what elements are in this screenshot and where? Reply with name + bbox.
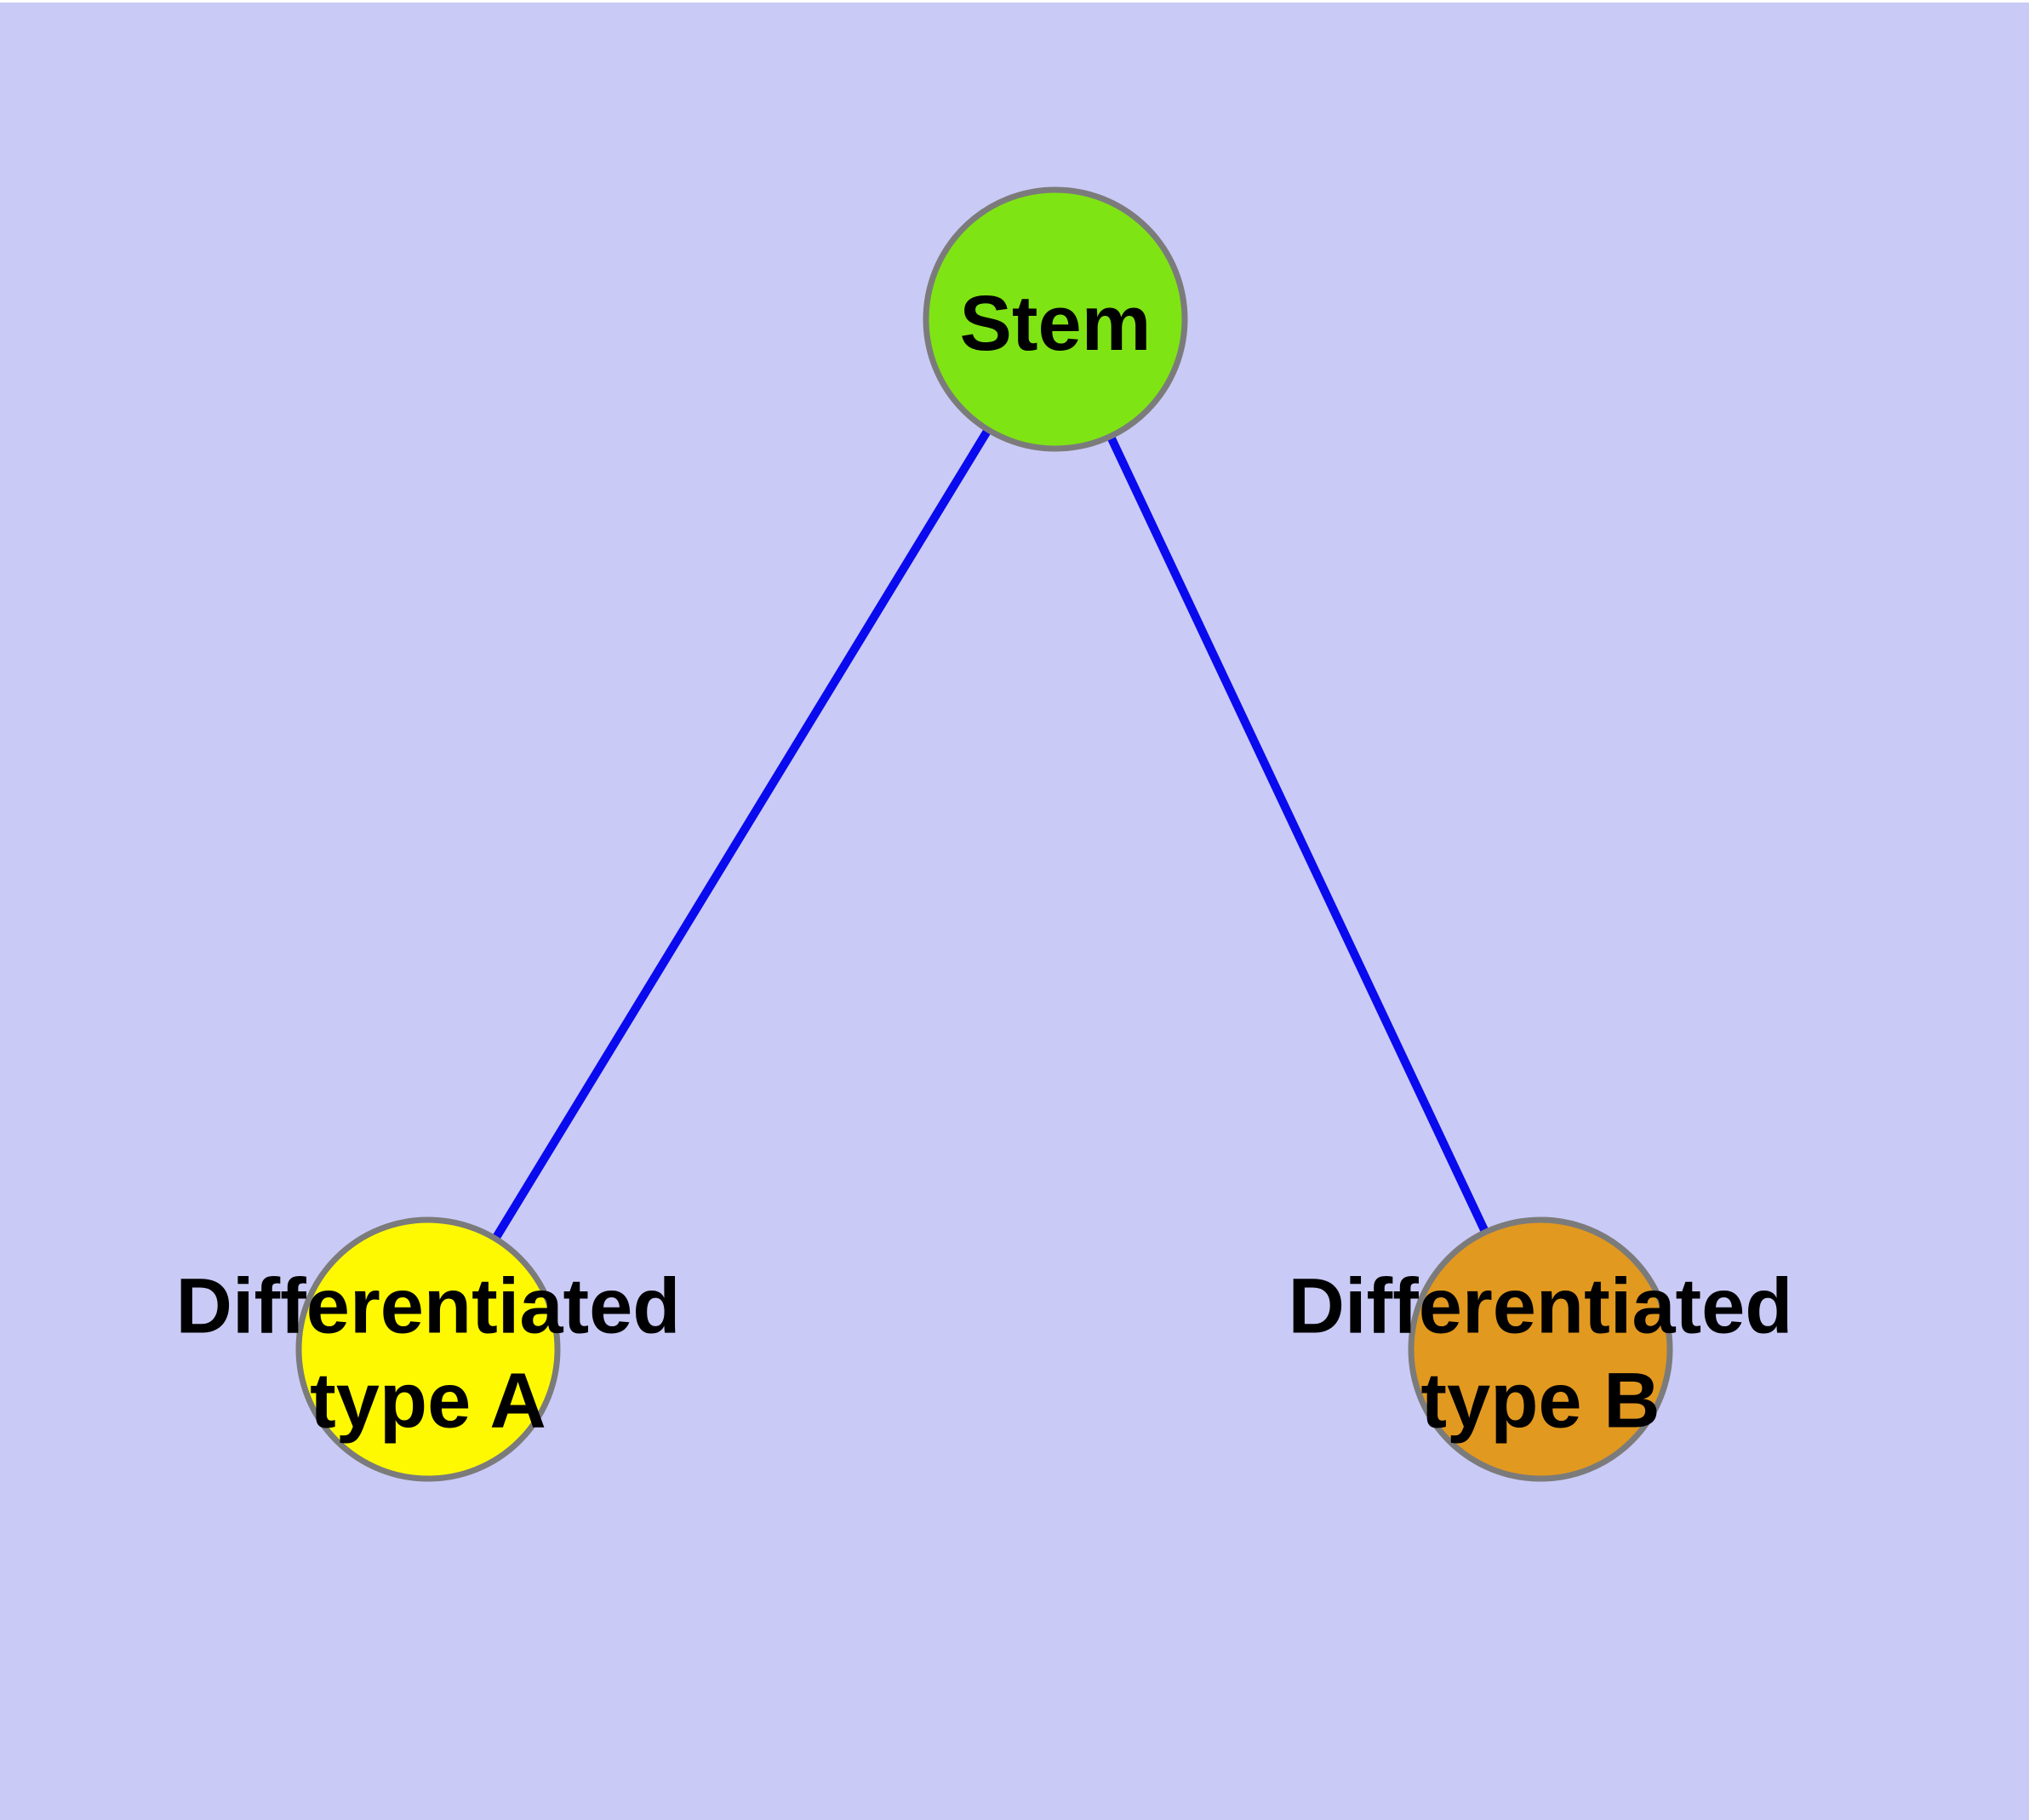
edge-stem-diff-a	[424, 317, 1060, 1352]
node-diff-a-label-line-1: Differentiated	[176, 1263, 681, 1350]
node-stem-label-line-1: Stem	[960, 280, 1152, 367]
node-stem-label: Stem	[960, 280, 1152, 367]
node-diff-b-label-line-2: type B	[1420, 1358, 1660, 1445]
node-diff-b-label-line-1: Differentiated	[1289, 1263, 1793, 1350]
node-stem-circle	[923, 186, 1188, 452]
edge-stem-diff-b	[1051, 317, 1545, 1352]
node-diff-a-circle	[295, 1216, 561, 1482]
edges-layer	[424, 317, 1545, 1352]
node-diff-a-label-line-2: type A	[310, 1358, 546, 1445]
top-margin-strip	[0, 0, 2029, 3]
node-diff-b-circle	[1408, 1216, 1673, 1482]
nodes-layer	[295, 186, 1673, 1482]
